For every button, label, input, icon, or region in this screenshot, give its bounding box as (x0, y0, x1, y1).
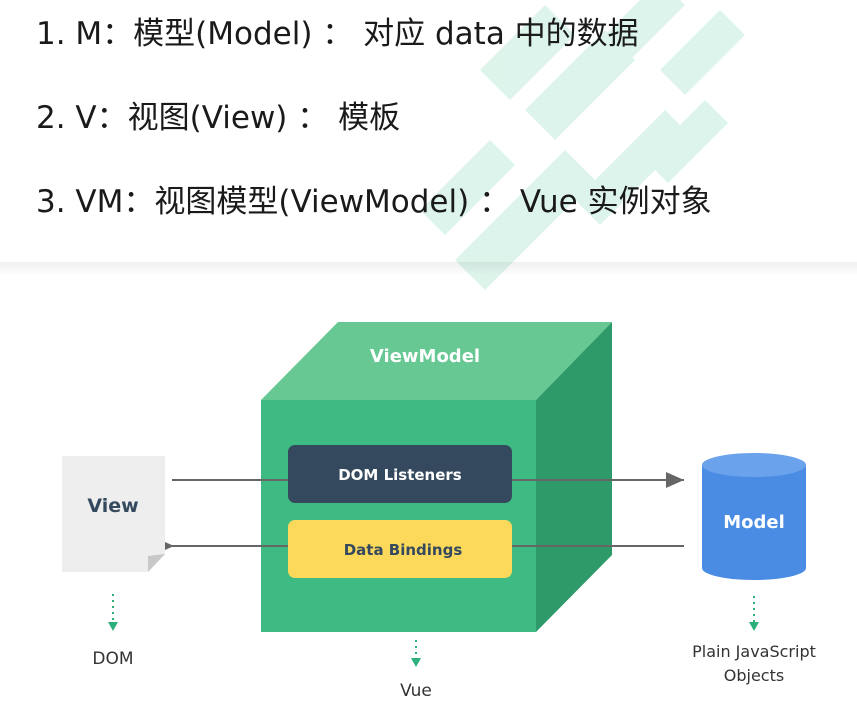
dom-listeners-label: DOM Listeners (338, 466, 462, 484)
vue-down-arrow (411, 640, 421, 667)
plain-js-caption-line1: Plain JavaScript (692, 642, 816, 661)
definition-viewmodel: 3. VM：视图模型(ViewModel) ： Vue 实例对象 (36, 184, 712, 220)
cube-top-face (261, 322, 612, 400)
plain-js-caption-line2: Objects (724, 666, 784, 685)
model-down-arrow (749, 596, 759, 631)
viewmodel-cube: ViewModel (261, 322, 612, 632)
view-document: View (62, 456, 165, 572)
data-bindings-box: Data Bindings (288, 520, 512, 578)
cube-side-face (536, 322, 612, 632)
vue-caption: Vue (400, 681, 432, 701)
view-label: View (87, 495, 138, 517)
dom-down-arrow (108, 594, 118, 631)
viewmodel-label: ViewModel (370, 346, 480, 367)
section-divider (0, 262, 857, 276)
dom-caption: DOM (92, 649, 133, 669)
model-cylinder: Model (702, 453, 806, 580)
definition-view: 2. V：视图(View) ： 模板 (36, 100, 401, 136)
document-icon (62, 456, 165, 572)
cube-front-face (261, 400, 536, 632)
definition-model: 1. M：模型(Model) ： 对应 data 中的数据 (36, 16, 639, 52)
model-label: Model (723, 512, 785, 533)
data-bindings-label: Data Bindings (344, 541, 463, 559)
dom-listeners-box: DOM Listeners (288, 445, 512, 503)
